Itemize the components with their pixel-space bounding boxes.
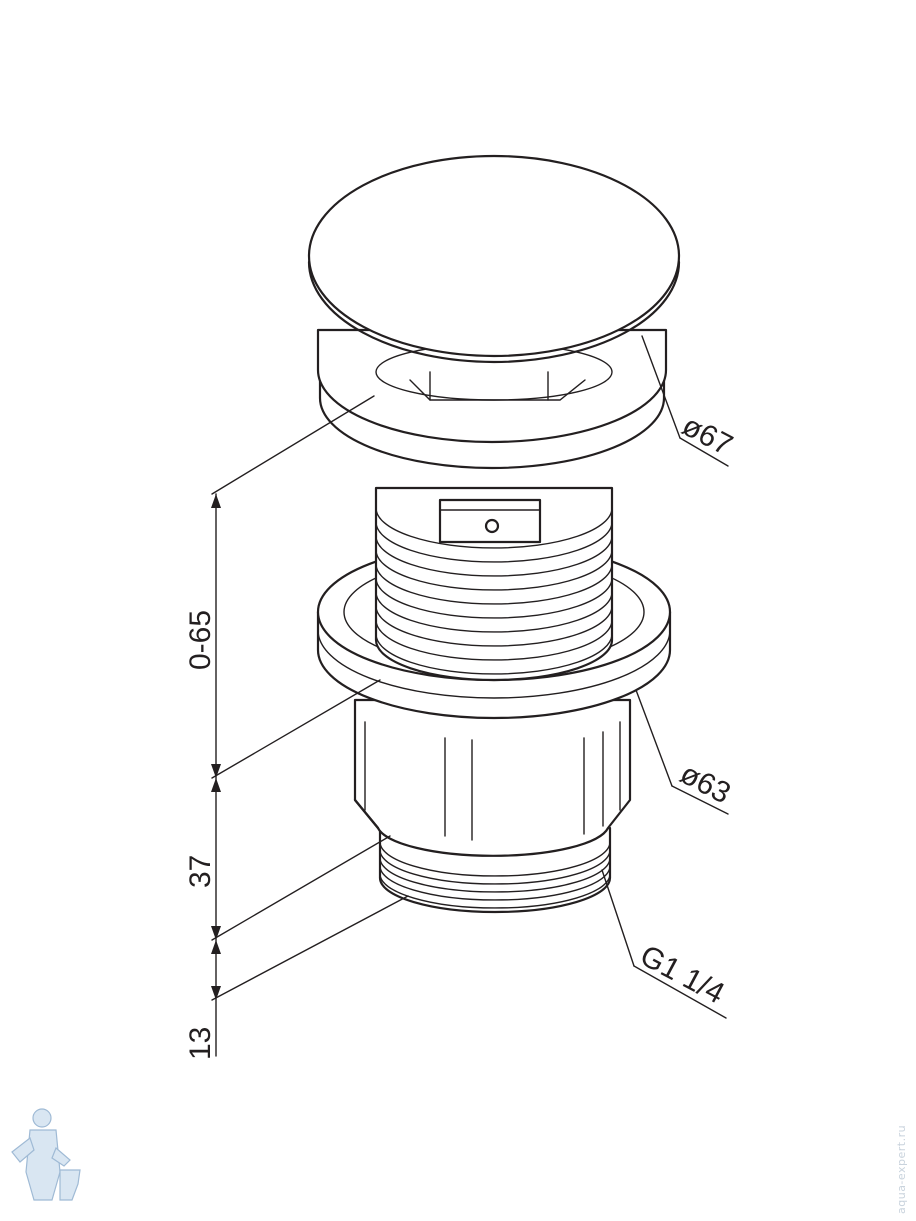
label-thread-size: G1 1/4 [635, 939, 730, 1010]
label-adjust-range: 0-65 [184, 610, 217, 670]
watermark: aqua-expert.ru [895, 1125, 908, 1214]
cap-rings [316, 328, 668, 470]
label-thread-height: 13 [184, 1027, 217, 1060]
plumber-logo-icon [11, 1108, 81, 1201]
hex-body [353, 698, 632, 857]
label-body-height: 37 [184, 855, 217, 888]
dimension-line [211, 493, 221, 1057]
cap-top [307, 154, 681, 358]
threaded-stem [374, 486, 614, 682]
leader-lines [211, 335, 729, 1019]
